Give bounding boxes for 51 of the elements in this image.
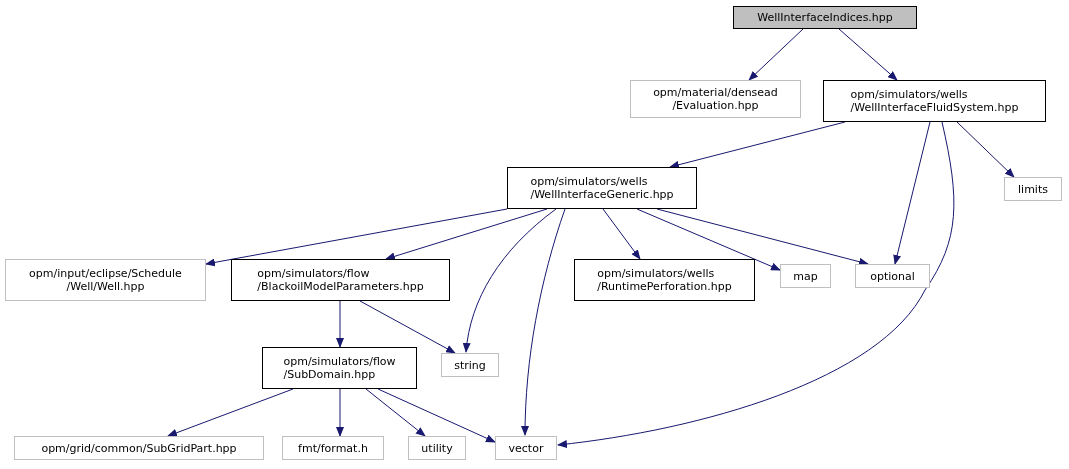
- include-arrow: [893, 121, 931, 265]
- include-arrow: [205, 208, 508, 267]
- file-name: optional: [870, 269, 915, 283]
- include-arrow: [636, 208, 781, 271]
- file-name: opm/simulators/flow /BlackoilModelParameters.hpp: [257, 267, 424, 293]
- include-arrow: [377, 388, 496, 443]
- file-name: utility: [421, 441, 453, 455]
- include-arrow: [365, 388, 426, 437]
- file-name: fmt/format.h: [298, 441, 368, 455]
- include-arrow: [359, 300, 456, 354]
- external-header-box: [5, 259, 206, 301]
- file-name: opm/grid/common/SubGridPart.hpp: [41, 441, 237, 455]
- file-name: limits: [1018, 182, 1048, 196]
- external-header-box: [408, 436, 466, 460]
- external-header-box: [855, 264, 930, 288]
- include-arrow: [838, 28, 898, 81]
- file-name: vector: [508, 441, 544, 455]
- header-file-box: [262, 347, 417, 389]
- external-header-box: [630, 80, 801, 118]
- include-arrow: [956, 121, 1015, 178]
- include-arrow: [521, 208, 566, 436]
- include-arrow: [669, 121, 846, 169]
- header-file-box: [823, 80, 1046, 122]
- include-arrow: [167, 388, 294, 437]
- file-name: string: [454, 358, 486, 372]
- external-header-box: [441, 353, 499, 377]
- include-arrow: [656, 208, 869, 266]
- file-name: opm/simulators/flow /SubDomain.hpp: [283, 355, 396, 381]
- file-name: opm/simulators/wells /WellInterfaceGeneric.hpp: [530, 175, 674, 201]
- external-header-box: [780, 264, 831, 288]
- header-file-box: [574, 259, 755, 301]
- file-name: opm/simulators/wells /RuntimePerforation.hpp: [597, 267, 732, 293]
- include-arrow: [463, 208, 557, 353]
- include-arrow: [336, 388, 344, 437]
- external-header-box: [495, 436, 557, 460]
- file-name: WellInterfaceIndices.hpp: [757, 11, 893, 24]
- header-file-box: [507, 167, 697, 209]
- external-header-box: [14, 436, 264, 460]
- include-arrow: [557, 121, 955, 448]
- include-arrow: [336, 300, 344, 348]
- include-arrow: [602, 208, 641, 260]
- file-name: map: [793, 269, 818, 283]
- file-name: opm/input/eclipse/Schedule /Well/Well.hpp: [29, 267, 182, 293]
- external-header-box: [1004, 177, 1062, 201]
- file-name: opm/simulators/wells /WellInterfaceFluidSystem.hpp: [850, 88, 1019, 114]
- header-file-box: [231, 259, 450, 301]
- include-arrow: [385, 208, 548, 261]
- root-file-box: [733, 6, 917, 29]
- external-header-box: [282, 436, 384, 460]
- include-arrow: [748, 28, 804, 81]
- file-name: opm/material/densead /Evaluation.hpp: [653, 86, 778, 112]
